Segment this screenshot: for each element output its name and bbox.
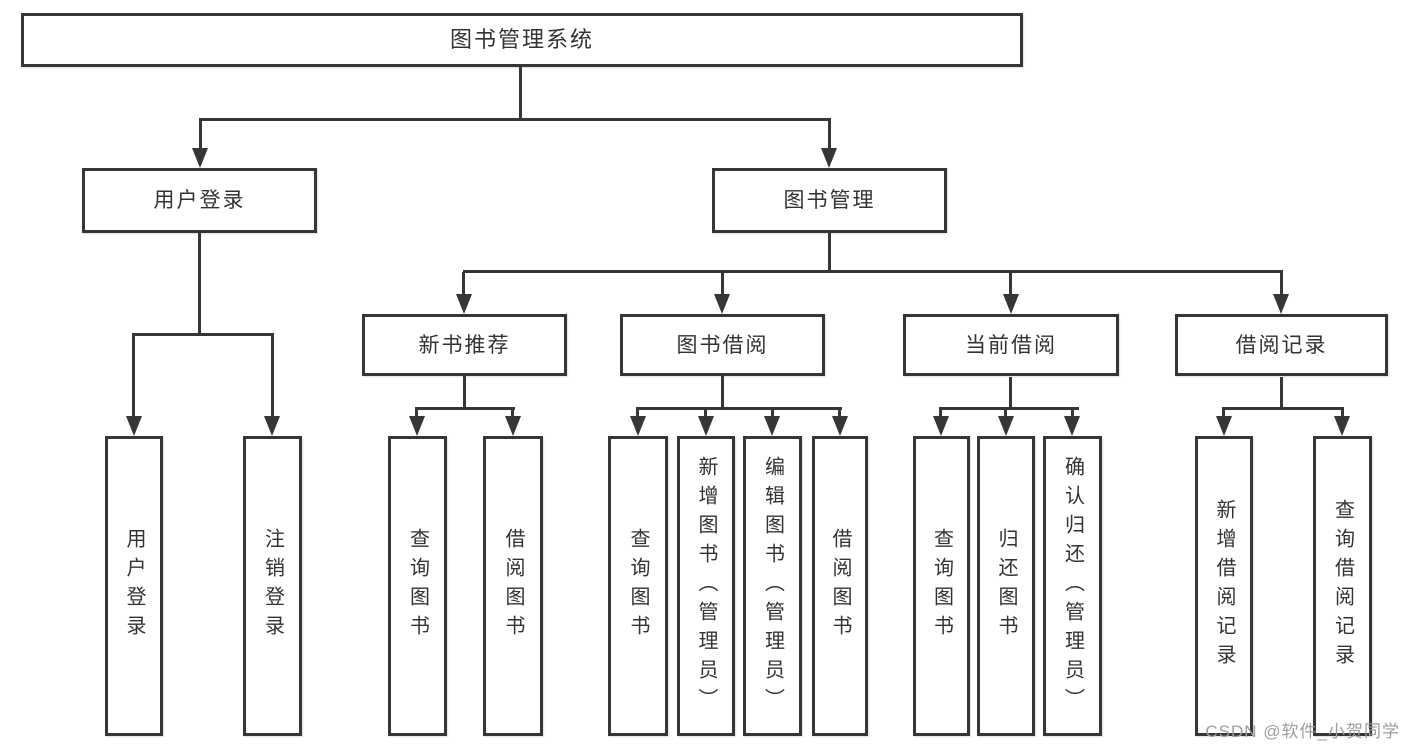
arrowhead-down-icon (1334, 416, 1350, 436)
arrowhead-down-icon (409, 416, 425, 436)
node-borrow-records-label: 借阅记录 (1235, 333, 1328, 357)
connector-drop-leaf (636, 407, 639, 420)
arrowhead-down-icon (764, 416, 780, 436)
arrowhead-down-icon (714, 294, 730, 314)
arrowhead-down-icon (1003, 294, 1019, 314)
arrowhead-down-icon (1064, 416, 1080, 436)
arrowhead-down-icon (821, 148, 837, 168)
node-new-book-recommend: 新书推荐 (362, 314, 567, 376)
leaf-query-borrow-record: 查询借阅记录 (1313, 436, 1372, 736)
connector-drop-new-book (462, 272, 465, 296)
leaf-confirm-return-admin-label: 确认归还（管理员） (1061, 455, 1084, 717)
arrowhead-down-icon (505, 416, 521, 436)
arrowhead-down-icon (1273, 294, 1289, 314)
connector-new-book-stem (463, 376, 466, 409)
leaf-logout-login-label: 注销登录 (261, 528, 284, 644)
arrowhead-down-icon (933, 416, 949, 436)
leaf-query-books-borrow: 查询图书 (608, 436, 668, 736)
node-new-book-recommend-label: 新书推荐 (418, 333, 511, 357)
leaf-add-book-admin: 新增图书（管理员） (677, 436, 735, 736)
arrowhead-down-icon (832, 416, 848, 436)
node-book-management: 图书管理 (712, 168, 947, 233)
connector-current-borrow-stem (1009, 377, 1012, 409)
connector-drop-leaf (939, 407, 942, 420)
leaf-add-borrow-record-label: 新增借阅记录 (1213, 499, 1235, 673)
leaf-logout-login: 注销登录 (243, 436, 302, 736)
connector-drop-leaf (771, 407, 774, 420)
leaf-query-books-recommend-label: 查询图书 (406, 528, 429, 644)
connector-user-login-stem (198, 233, 201, 333)
node-book-borrow-label: 图书借阅 (676, 333, 769, 357)
leaf-user-login: 用户登录 (105, 436, 163, 736)
arrowhead-down-icon (998, 416, 1014, 436)
node-library-management-system-label: 图书管理系统 (449, 27, 594, 52)
connector-drop-current-borrow (1009, 272, 1012, 296)
leaf-edit-book-admin: 编辑图书（管理员） (743, 436, 802, 736)
leaf-query-books-recommend: 查询图书 (388, 436, 447, 736)
connector-drop-leaf (704, 407, 707, 420)
connector-book-borrow-bar (636, 407, 842, 410)
leaf-query-books-current-label: 查询图书 (930, 528, 953, 644)
node-user-login: 用户登录 (82, 168, 317, 233)
connector-drop-leaf (1222, 407, 1225, 420)
node-user-login-label: 用户登录 (153, 189, 246, 212)
arrowhead-down-icon (192, 148, 208, 168)
connector-new-book-bar (415, 407, 515, 410)
arrowhead-down-icon (698, 416, 714, 436)
connector-root-stem (519, 66, 522, 121)
connector-user-login-bar (132, 333, 274, 336)
arrowhead-down-icon (264, 416, 280, 436)
connector-drop-leaf (1004, 407, 1007, 420)
leaf-return-book: 归还图书 (977, 436, 1035, 736)
node-library-management-system: 图书管理系统 (21, 13, 1023, 67)
arrowhead-down-icon (126, 416, 142, 436)
leaf-borrow-books-recommend: 借阅图书 (483, 436, 543, 736)
connector-drop-logout-leaf (271, 335, 274, 416)
connector-book-management-bar (463, 270, 1283, 273)
connector-drop-leaf (1071, 407, 1074, 420)
node-current-borrow: 当前借阅 (903, 314, 1119, 376)
leaf-query-books-borrow-label: 查询图书 (627, 528, 649, 644)
csdn-watermark: CSDN @软件_小贺同学 (1205, 722, 1400, 741)
leaf-add-borrow-record: 新增借阅记录 (1195, 436, 1253, 736)
leaf-confirm-return-admin: 确认归还（管理员） (1043, 436, 1102, 736)
connector-drop-user-login (199, 120, 202, 150)
leaf-borrow-books: 借阅图书 (812, 436, 868, 736)
leaf-user-login-label: 用户登录 (123, 528, 145, 644)
connector-book-borrow-stem (721, 376, 724, 409)
connector-drop-leaf (415, 407, 418, 420)
connector-drop-book-management (828, 120, 831, 150)
leaf-edit-book-admin-label: 编辑图书（管理员） (761, 455, 784, 717)
node-book-borrow: 图书借阅 (620, 314, 825, 376)
connector-drop-leaf (1341, 407, 1344, 420)
connector-drop-leaf (838, 407, 841, 420)
arrowhead-down-icon (630, 416, 646, 436)
node-book-management-label: 图书管理 (783, 189, 876, 212)
node-borrow-records: 借阅记录 (1175, 314, 1388, 376)
connector-book-management-stem (828, 233, 831, 272)
leaf-query-borrow-record-label: 查询借阅记录 (1331, 499, 1354, 673)
connector-drop-login-leaf (132, 335, 135, 416)
connector-borrow-records-stem (1280, 377, 1283, 409)
leaf-borrow-books-recommend-label: 借阅图书 (502, 528, 524, 644)
connector-borrow-records-bar (1222, 407, 1344, 410)
arrowhead-down-icon (456, 294, 472, 314)
leaf-add-book-admin-label: 新增图书（管理员） (695, 455, 717, 717)
connector-drop-borrow-records (1280, 272, 1283, 296)
leaf-return-book-label: 归还图书 (995, 528, 1017, 644)
connector-current-borrow-bar (939, 407, 1079, 410)
connector-root-bar (199, 118, 831, 121)
arrowhead-down-icon (1216, 416, 1232, 436)
connector-drop-book-borrow (721, 272, 724, 296)
node-current-borrow-label: 当前借阅 (965, 333, 1057, 357)
connector-drop-leaf (511, 407, 514, 420)
leaf-borrow-books-label: 借阅图书 (829, 528, 851, 644)
leaf-query-books-current: 查询图书 (913, 436, 970, 736)
